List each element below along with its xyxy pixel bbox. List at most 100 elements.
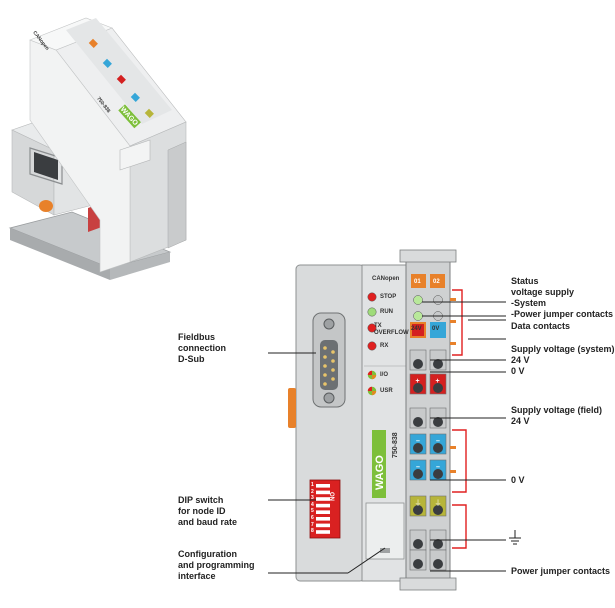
terminal-clamp[interactable]: ⏚ xyxy=(429,495,447,517)
jumper-contact xyxy=(450,342,456,345)
callout-fieldbus-text-line: connection xyxy=(178,343,227,353)
dip-lever[interactable] xyxy=(316,484,330,488)
terminal-minus: – xyxy=(436,438,440,445)
led-stop xyxy=(367,292,377,302)
front-model: 750-838 xyxy=(392,432,399,458)
terminal-clamp-hole xyxy=(433,559,443,569)
dsub-pin xyxy=(323,355,327,359)
led-half-orange xyxy=(372,391,377,396)
terminal-24v-system-inner xyxy=(412,324,424,336)
led-label-usr: USR xyxy=(380,388,393,394)
dsub-pin xyxy=(331,368,335,372)
callout-config-text-line: interface xyxy=(178,571,216,581)
callout-config-text-line: Configuration xyxy=(178,549,237,559)
dip-number: 3 xyxy=(311,495,314,502)
dip-lever[interactable] xyxy=(316,517,330,521)
callout-status-text-line: -Power jumper contacts xyxy=(511,309,614,319)
led-label-stop: STOP xyxy=(380,294,397,300)
terminal-clamp[interactable] xyxy=(429,549,447,571)
dip-on-label: ON xyxy=(328,492,334,501)
dip-number: 8 xyxy=(311,528,314,535)
dip-number: 6 xyxy=(311,515,314,521)
terminal-bottom-cap xyxy=(399,577,457,591)
terminal-clamp[interactable] xyxy=(409,549,427,571)
callout-jumper: Power jumper contacts xyxy=(511,566,611,576)
callout-dip-text-line: DIP switch xyxy=(178,495,224,505)
terminal-clamp-hole xyxy=(413,539,423,549)
terminal-clamp[interactable]: – xyxy=(409,459,427,481)
terminal-clamp[interactable]: ⏚ xyxy=(409,495,427,517)
led-label-tx-text-line: TX xyxy=(374,323,382,329)
jumper-bracket-top xyxy=(452,289,463,356)
terminal-ground-icon: ⏚ xyxy=(435,499,442,507)
dip-lever[interactable] xyxy=(316,510,330,514)
terminal-minus: – xyxy=(416,464,420,471)
terminal-clamp[interactable]: + xyxy=(409,373,427,395)
ground-mark xyxy=(509,530,521,545)
dip-lever[interactable] xyxy=(316,490,330,495)
callout-dip-text-line: and baud rate xyxy=(178,517,238,527)
terminal-clamp-hole xyxy=(413,469,423,479)
callout-status-text-line: Status xyxy=(511,276,539,286)
led-group xyxy=(367,292,377,396)
led-io xyxy=(367,370,377,380)
terminal-clamp-hole xyxy=(433,417,443,427)
leader-lines xyxy=(268,301,506,574)
callout-data: Data contacts xyxy=(511,321,571,331)
dsub-pin xyxy=(323,373,327,377)
dip-number: 4 xyxy=(311,501,314,508)
terminal-clamp-hole xyxy=(433,383,443,393)
din-rail-end xyxy=(110,252,170,280)
terminal-minus: – xyxy=(416,438,420,445)
callout-supply-field: Supply voltage (field)24 V xyxy=(511,405,602,427)
front-view: ++ – – – – ⏚ ⏚ xyxy=(288,249,521,591)
terminal-clamp[interactable]: – xyxy=(429,433,447,455)
dip-lever[interactable] xyxy=(316,497,330,501)
terminal-clamp[interactable] xyxy=(409,407,427,429)
terminal-clamp-hole xyxy=(413,417,423,427)
status-led-blank xyxy=(433,295,443,305)
terminal-clamp[interactable]: + xyxy=(429,373,447,395)
terminal-minus: – xyxy=(436,464,440,471)
led-half-red xyxy=(367,370,372,375)
jumper-bracket-low xyxy=(452,504,467,549)
dip-lever[interactable] xyxy=(316,530,330,534)
terminal-clamp-hole xyxy=(413,505,423,515)
callout-dip-text-line: for node ID xyxy=(178,506,226,516)
photo-logo-plate xyxy=(118,104,142,129)
jumper-bracket-mid xyxy=(452,429,467,493)
terminal-clamp[interactable] xyxy=(409,349,427,371)
terminal-header-01 xyxy=(411,274,426,288)
dip-number: 2 xyxy=(311,488,314,495)
dsub-pin xyxy=(331,350,335,354)
dip-lever[interactable] xyxy=(316,503,330,508)
status-header: CANopen xyxy=(372,276,400,282)
status-led-system xyxy=(413,295,423,305)
callout-supply-field-text-line: Supply voltage (field) xyxy=(511,405,603,415)
terminal-clamp-hole xyxy=(433,443,443,453)
jumper-contact xyxy=(450,298,456,301)
callout-fieldbus-text-line: Fieldbus xyxy=(178,332,216,342)
terminal-clamp[interactable]: – xyxy=(429,459,447,481)
supply-label-0v: 0V xyxy=(432,326,440,332)
dsub-pin xyxy=(323,382,327,386)
dip-lever[interactable] xyxy=(316,523,330,528)
dsub-inner xyxy=(320,340,338,390)
photo-latch xyxy=(39,200,53,212)
photo-dsub-frame xyxy=(29,147,63,185)
terminal-label-02: 02 xyxy=(433,279,440,285)
terminal-clamp[interactable]: – xyxy=(409,433,427,455)
orange-latch xyxy=(288,388,296,428)
callout-0v: 0 V xyxy=(511,475,525,485)
supply-label-24v: 24V xyxy=(411,326,422,332)
terminal-clamp[interactable] xyxy=(409,529,427,551)
